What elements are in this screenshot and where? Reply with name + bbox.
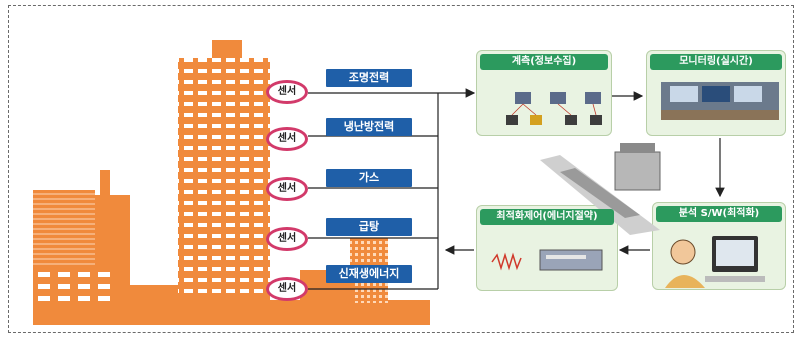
main-tower	[178, 58, 270, 303]
sensor-hvac: 센서	[266, 127, 308, 151]
tower-top	[212, 40, 242, 65]
panel-analysis-title: 분석 S/W(최적화)	[656, 206, 782, 222]
label-renewable: 신재생에너지	[326, 265, 412, 283]
sensor-renewable: 센서	[266, 277, 308, 301]
building-left-mid	[95, 195, 130, 325]
panel-control-title: 최적화제어(에너지절약)	[480, 209, 614, 225]
label-gas: 가스	[326, 169, 412, 187]
substation-building	[614, 151, 661, 191]
substation-roof	[620, 143, 655, 153]
sensor-lighting: 센서	[266, 80, 308, 104]
sensor-gas: 센서	[266, 177, 308, 201]
panel-measure-title: 계측(정보수집)	[480, 54, 608, 70]
label-hot-water: 급탕	[326, 218, 412, 236]
label-hvac: 냉난방전력	[326, 118, 412, 136]
building-small	[125, 285, 180, 325]
label-lighting: 조명전력	[326, 69, 412, 87]
building-left-striped	[33, 190, 95, 325]
panel-monitor-title: 모니터링(실시간)	[650, 54, 782, 70]
chimney	[100, 170, 110, 200]
tower-base	[160, 300, 430, 325]
sensor-hot-water: 센서	[266, 227, 308, 251]
low-building-windows	[38, 272, 110, 301]
building-left-low	[33, 265, 128, 325]
